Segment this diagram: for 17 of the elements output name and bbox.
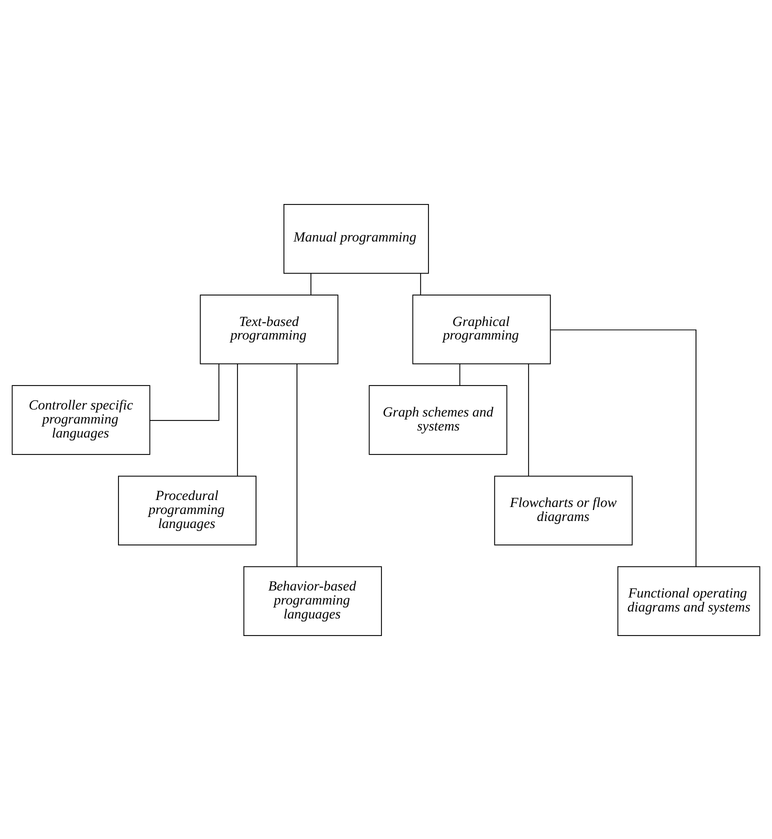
node-box: Manual programming: [283, 204, 429, 274]
node-box: Behavior-based programming languages: [243, 566, 382, 636]
node-box: Functional operating diagrams and systems: [617, 566, 760, 636]
connector: [150, 362, 220, 420]
connector: [459, 363, 460, 386]
node-box: Procedural programming languages: [118, 475, 256, 545]
connector: [310, 272, 312, 295]
connector: [296, 362, 298, 566]
connector: [528, 363, 530, 476]
node-box: Graph schemes and systems: [368, 384, 508, 454]
connector: [237, 363, 238, 476]
connector: [420, 272, 422, 295]
node-box: Graphical programming: [412, 294, 551, 364]
node-box: Controller specific programming languages: [12, 384, 150, 454]
node-box: Flowcharts or flow diagrams: [494, 475, 633, 545]
connector: [550, 328, 696, 566]
node-box: Text-based programming: [200, 294, 338, 364]
